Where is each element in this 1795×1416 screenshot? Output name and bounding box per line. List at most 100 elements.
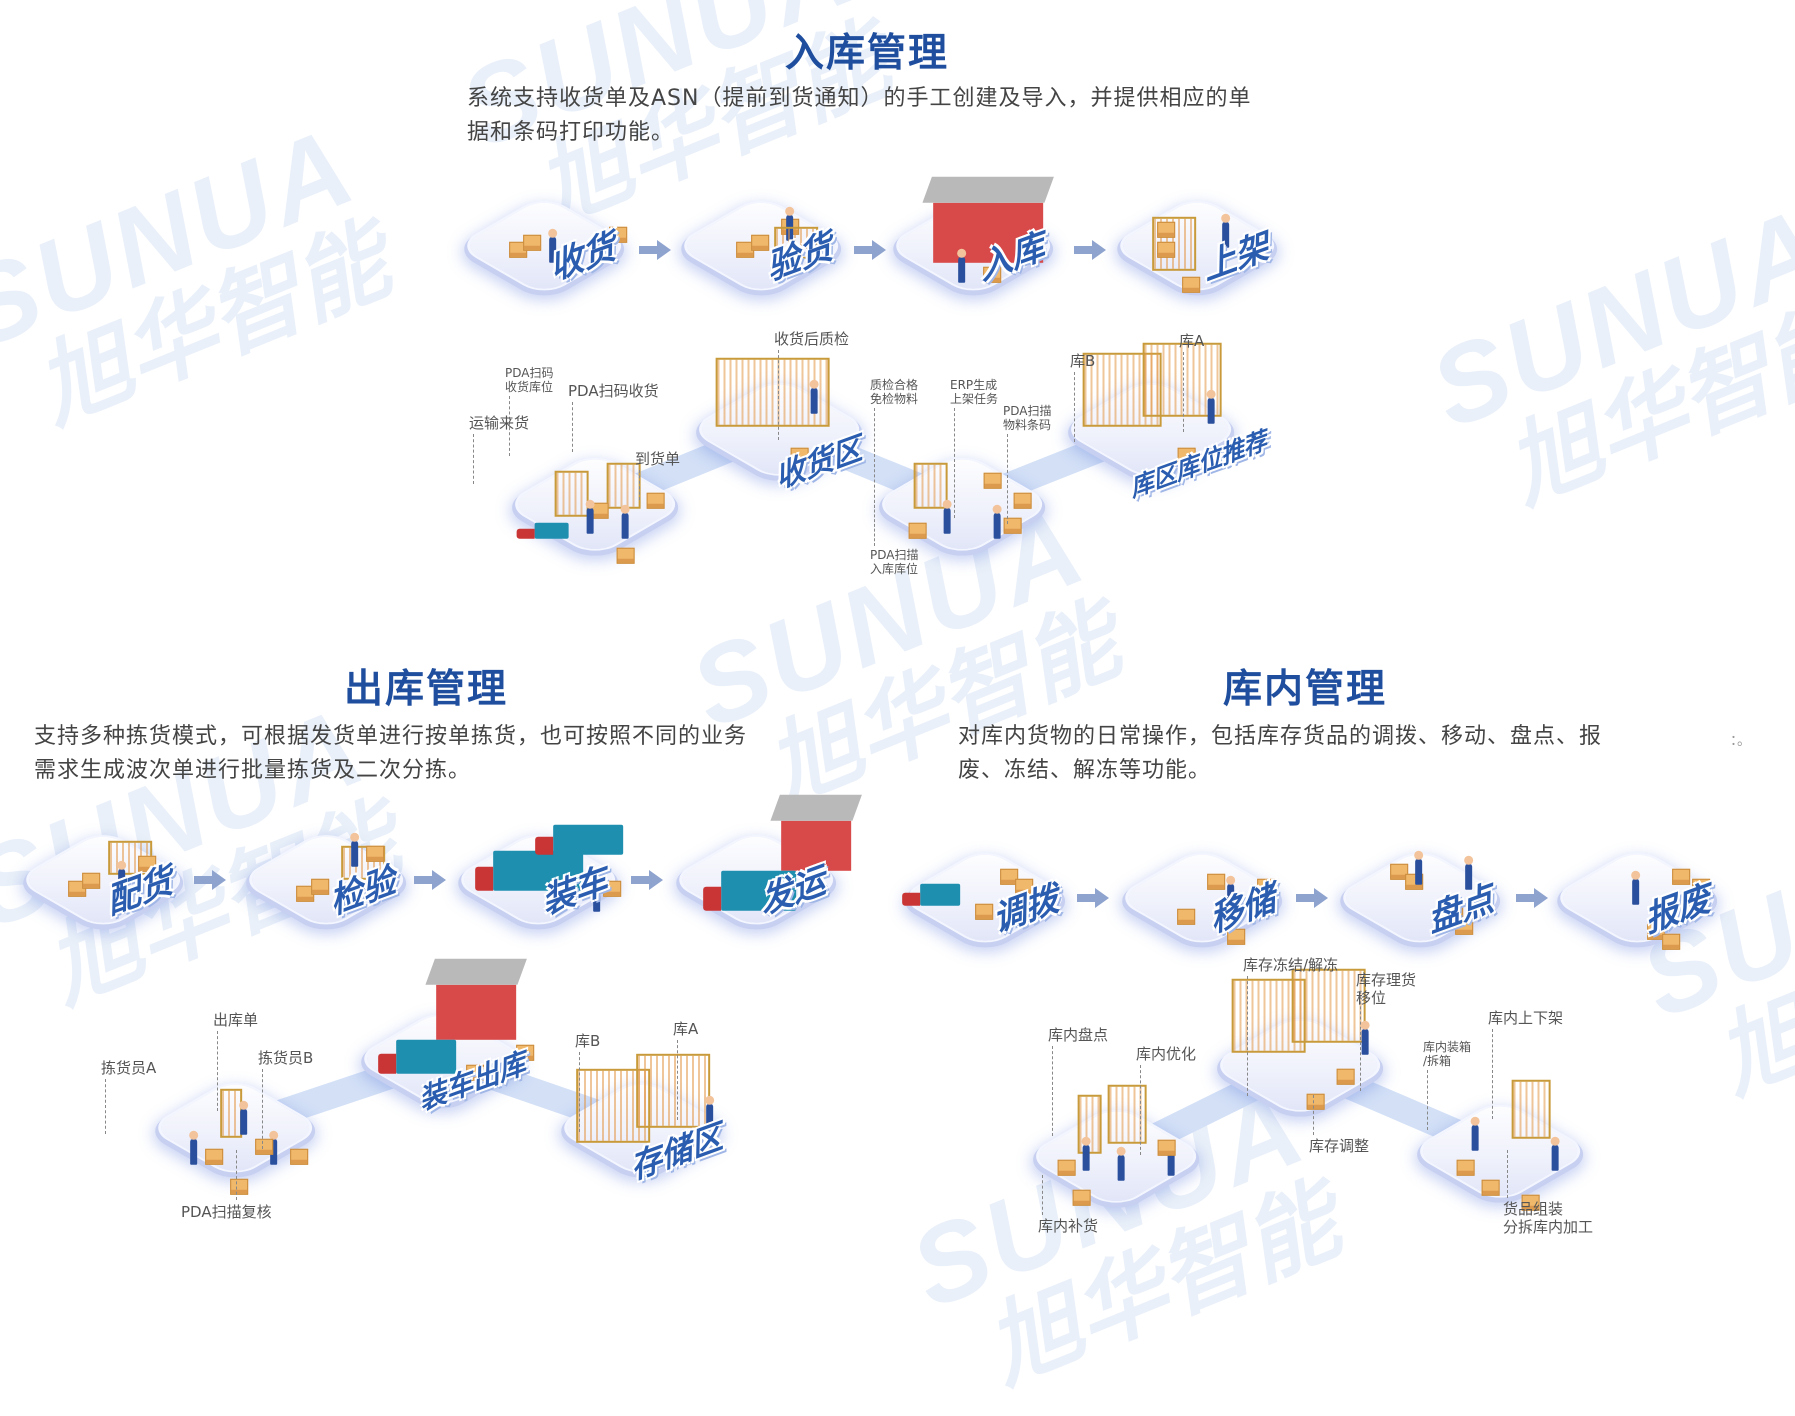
worker-figure [239, 1100, 249, 1135]
leader-line [1427, 1070, 1428, 1130]
leader-line [677, 1040, 678, 1120]
callout-label: 库内盘点 [1048, 1026, 1109, 1044]
cargo-box [609, 226, 628, 243]
cargo-box [1057, 1159, 1076, 1176]
cargo-box [790, 447, 809, 464]
storage-rack [220, 1088, 243, 1138]
inventory-title: 库内管理 [1222, 667, 1388, 712]
step-tile-transfer [900, 848, 1070, 948]
watermark-text-cn: 旭华智能 [1493, 288, 1795, 522]
cargo-box [68, 880, 87, 897]
leader-line [1183, 352, 1184, 432]
leader-line [509, 396, 510, 456]
inventory-ops-platform [1027, 1084, 1205, 1208]
cargo-box [983, 472, 1002, 489]
storage-rack [1077, 1094, 1102, 1154]
callout-label: 收货后质检 [774, 330, 850, 348]
step-tile-scrap [1552, 848, 1722, 950]
step-tile-relocate [1117, 848, 1287, 948]
callout-label: PDA扫码收货 [568, 382, 659, 400]
leader-line [262, 1069, 263, 1149]
storage-rack [606, 462, 641, 509]
worker-figure [1116, 1146, 1126, 1181]
callout-label: 库内补货 [1038, 1217, 1099, 1235]
callout-label: PDA扫描 入库库位 [870, 548, 919, 576]
callout-label: 库内上下架 [1488, 1009, 1564, 1027]
worker-figure [942, 499, 952, 534]
outbound-description: 支持多种拣货模式，可根据发货单进行按单拣货，也可按照不同的业务 需求生成波次单进… [34, 720, 747, 788]
storage-rack [1291, 968, 1366, 1043]
callout-label: 库A [673, 1020, 699, 1038]
step-tile-ship [671, 820, 852, 930]
callout-label: ERP生成 上架任务 [950, 378, 999, 406]
watermark-text-en: SUNUA [1414, 183, 1795, 452]
receiving-dock-platform [506, 452, 684, 564]
inbound-title: 入库管理 [784, 31, 950, 76]
cargo-box [1072, 1189, 1091, 1206]
warehouse-building [933, 202, 1044, 263]
desc-line: 据和条码打印功能。 [467, 120, 675, 145]
cargo-box [1662, 933, 1681, 950]
worker-figure [117, 860, 127, 895]
callout-label: PDA扫描复核 [181, 1203, 272, 1221]
step-tile-receive [459, 196, 629, 296]
callout-label: 库A [1179, 332, 1205, 350]
callout-label: 库内装箱 /拆箱 [1423, 1040, 1472, 1068]
quality-check-platform [873, 452, 1051, 556]
watermark-text-en: SUNUA [0, 103, 372, 372]
cargo-box [1647, 923, 1666, 940]
leader-line [1313, 1095, 1314, 1135]
cargo-box [205, 1148, 224, 1165]
cargo-box [1157, 241, 1176, 258]
worker-figure [585, 499, 595, 534]
inventory-processing-platform [1411, 1079, 1589, 1211]
cargo-box [1521, 1194, 1540, 1211]
callout-label: 拣货员A [101, 1059, 157, 1077]
inventory-storage-platform [1211, 968, 1389, 1117]
cargo-box [366, 845, 385, 862]
worker-figure [957, 248, 967, 283]
callout-label: 拣货员B [258, 1049, 314, 1067]
cargo-box [1445, 903, 1464, 920]
cargo-box [1182, 276, 1201, 293]
storage-rack [913, 462, 948, 509]
worker-figure [1360, 1020, 1370, 1055]
inbound-description: 系统支持收货单及ASN（提前到货通知）的手工创建及导入，并提供相应的单 据和条码… [467, 82, 1251, 150]
truck [535, 824, 624, 855]
callout-label: 质检合格 免检物料 [870, 378, 919, 406]
cargo-box [311, 878, 330, 895]
worker-figure [1470, 1116, 1480, 1151]
leader-line [874, 408, 875, 508]
storage-recommend-platform [1062, 342, 1240, 481]
cargo-box [255, 1138, 274, 1155]
worker-figure [809, 379, 819, 414]
cargo-box [908, 522, 927, 539]
worker-figure [1464, 855, 1474, 890]
cargo-box [681, 1143, 700, 1160]
leader-line [236, 1150, 237, 1200]
cargo-box [516, 1044, 535, 1061]
callout-label: 库存冻结/解冻 [1243, 956, 1339, 974]
truck [902, 883, 961, 906]
cargo-box [1336, 1068, 1355, 1085]
cargo-box [1000, 868, 1019, 885]
leader-line [1140, 1065, 1141, 1155]
step-tile-inspect [676, 196, 846, 296]
callout-label: 库B [1070, 352, 1096, 370]
leader-line [579, 1052, 580, 1132]
leader-line [874, 500, 875, 546]
step-tile-allocate [18, 830, 188, 930]
storage-rack [554, 470, 589, 517]
leader-line [639, 470, 640, 500]
desc-line: 需求生成波次单进行批量拣货及二次分拣。 [34, 758, 472, 783]
worker-figure [269, 1130, 279, 1165]
cargo-box [975, 903, 994, 920]
step-tile-count [1335, 848, 1505, 948]
leader-line [572, 402, 573, 452]
step-tile-load [453, 824, 624, 930]
leader-line [473, 434, 474, 484]
worker-figure [1631, 870, 1641, 905]
